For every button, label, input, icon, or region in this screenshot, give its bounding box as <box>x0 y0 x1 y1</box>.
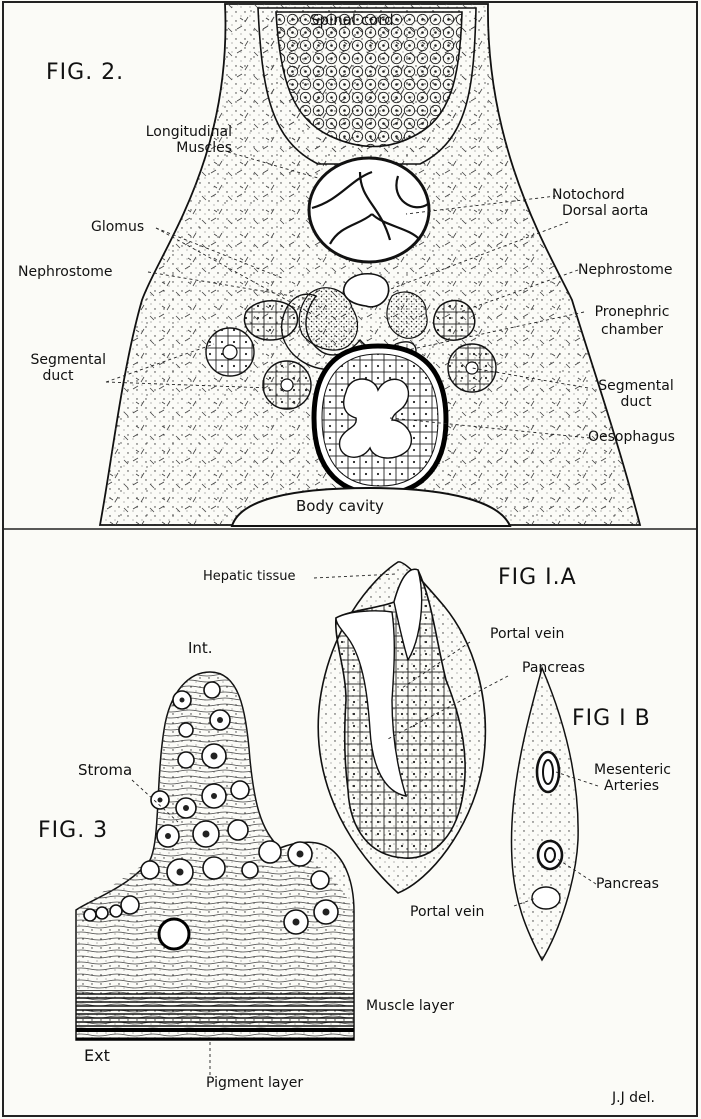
fig2-drawing <box>100 4 640 526</box>
label-spinal-cord: Spinal cord <box>310 12 394 28</box>
label-oesophagus: Oesophagus <box>588 429 675 445</box>
label-longitudinal-muscles-2: Muscles <box>126 140 232 156</box>
label-notochord: Notochord <box>552 187 625 203</box>
mesenteric-artery-2 <box>538 841 562 869</box>
fig1a-drawing <box>314 562 508 893</box>
label-int: Int. <box>188 640 213 656</box>
label-segmental-duct-right-1: Segmental <box>590 378 682 394</box>
label-mesenteric-2: Arteries <box>604 778 659 794</box>
label-portal-vein-1a: Portal vein <box>490 626 564 642</box>
label-segmental-duct-left-2: duct <box>10 368 106 384</box>
fig1a-title: FIG I.A <box>498 565 577 590</box>
portal-vein-1b <box>532 887 560 909</box>
label-pancreas-1b: Pancreas <box>596 876 659 892</box>
nephrostome-right <box>434 301 475 341</box>
label-portal-vein-1b: Portal vein <box>410 904 484 920</box>
label-glomus: Glomus <box>91 219 144 235</box>
label-dorsal-aorta: Dorsal aorta <box>562 203 648 219</box>
label-nephrostome-left: Nephrostome <box>18 264 112 280</box>
label-segmental-duct-right-2: duct <box>590 394 682 410</box>
label-ext: Ext <box>84 1048 110 1064</box>
fig3-vessel <box>159 919 189 949</box>
label-muscle-layer: Muscle layer <box>366 998 454 1014</box>
mesenteric-artery-1 <box>537 752 559 792</box>
label-hepatic-tissue: Hepatic tissue <box>203 569 295 585</box>
fig3-title: FIG. 3 <box>38 818 108 843</box>
muscle-layer <box>76 990 354 1030</box>
label-pancreas-1a: Pancreas <box>522 660 585 676</box>
label-pigment-layer: Pigment layer <box>206 1075 303 1091</box>
fig1b-title: FIG I B <box>572 706 651 731</box>
label-pronephric-chamber-1: Pronephric <box>580 304 684 320</box>
signature: J.J del. <box>612 1090 655 1106</box>
label-longitudinal-muscles-1: Longitudinal <box>126 124 232 140</box>
fig1b-section-outline <box>511 668 578 960</box>
fig3-drawing <box>76 672 354 1078</box>
label-body-cavity: Body cavity <box>296 498 384 514</box>
label-segmental-duct-left-1: Segmental <box>10 352 106 368</box>
label-nephrostome-right: Nephrostome <box>578 262 672 278</box>
label-stroma: Stroma <box>78 762 132 778</box>
fig2-title: FIG. 2. <box>46 60 124 85</box>
nephrostome-left <box>244 301 297 340</box>
label-mesenteric-1: Mesenteric <box>594 762 671 778</box>
label-pronephric-chamber-2: chamber <box>580 322 684 338</box>
